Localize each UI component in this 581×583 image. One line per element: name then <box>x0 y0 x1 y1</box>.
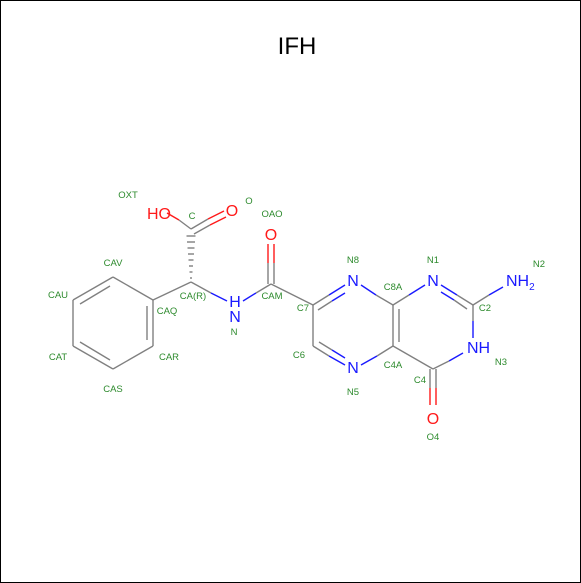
label-c: C <box>189 211 196 222</box>
bond-c-o-red-1 <box>207 210 225 220</box>
label-n: N <box>231 327 238 338</box>
bond-c8a-n1-gray <box>392 294 410 306</box>
atom-nh3: NH <box>467 340 490 357</box>
label-c2: C2 <box>479 303 491 314</box>
bond-c2-nh2-gray <box>472 294 490 306</box>
atom-o-amide: O <box>265 227 277 244</box>
bond-c4-c4a <box>392 345 434 370</box>
bond-c-oh-red <box>166 212 180 221</box>
atom-labels: OXT C O OAO CAV CAU CA(R) CAQ CAT CAR CA… <box>48 190 545 443</box>
label-cau: CAU <box>48 290 68 301</box>
label-c8a: C8A <box>384 282 403 293</box>
bond-c7-n8-inner-gray <box>317 300 333 311</box>
bond-c-o-red-2 <box>209 216 227 226</box>
label-n3: N3 <box>495 357 507 368</box>
label-c4: C4 <box>414 375 426 386</box>
bond-n-cam-blue <box>242 292 257 302</box>
bond-n1-c2-gray <box>456 294 474 306</box>
atom-nh-amide-n: N <box>229 309 241 326</box>
bond-c4a-n5-blue <box>360 355 378 366</box>
label-o4: O4 <box>427 432 440 443</box>
label-ca-r: CA(R) <box>180 291 206 302</box>
bond-c-o-gray-2 <box>193 224 211 235</box>
bond-n5-c6-inner-gray <box>318 341 333 351</box>
bond-n3-c4-gray <box>432 360 450 370</box>
bond-cas-cat <box>72 345 114 370</box>
label-n2: N2 <box>533 259 545 270</box>
bond-caq-ca <box>152 281 192 301</box>
atom-n5: N <box>347 360 359 377</box>
bond-ca-n-blue <box>210 292 228 302</box>
bond-n1-c2-blue <box>440 284 458 296</box>
bond-n1-c2-inner-blue <box>440 291 455 301</box>
label-o: O <box>245 196 252 207</box>
bond-inner-3 <box>79 285 111 305</box>
bond-cav-caq <box>112 276 154 301</box>
label-oxt: OXT <box>118 190 138 201</box>
bond-n-cam-gray <box>255 283 272 294</box>
bond-n5-c6-inner-blue <box>331 349 346 359</box>
atom-nh-amide-h: H <box>229 294 241 311</box>
label-c7: C7 <box>297 303 309 314</box>
bond-cau-cav <box>72 276 114 301</box>
bond-cam-c7 <box>270 283 314 306</box>
bond-n5-c6-gray <box>312 345 330 357</box>
label-oao: OAO <box>261 209 282 220</box>
atom-o4: O <box>427 411 439 428</box>
atom-n1: N <box>427 273 439 290</box>
bond-inner-2 <box>79 341 111 361</box>
atom-ho: HO <box>147 206 171 223</box>
bond-n8-c8a-blue <box>360 284 377 296</box>
bond-c-o-gray-1 <box>190 218 209 230</box>
bond-ca-c-hashed <box>186 235 196 279</box>
bond-c8a-n1-blue <box>408 284 426 296</box>
label-c4a: C4A <box>384 360 403 371</box>
bond-ca-n-gray <box>190 281 212 294</box>
bond-c4a-n5-gray <box>376 345 394 357</box>
label-cav: CAV <box>104 258 123 269</box>
bond-c7-n8-blue <box>328 284 346 296</box>
bonds <box>72 210 504 405</box>
label-c6: C6 <box>293 350 305 361</box>
bond-c2-nh2-blue <box>488 286 504 296</box>
bond-c7-n8-gray <box>312 294 330 306</box>
atom-nh2: NH2 <box>506 273 535 293</box>
bond-c-oh-gray <box>178 219 192 230</box>
bond-n1-c2-inner-gray <box>453 299 468 310</box>
label-cat: CAT <box>49 352 67 363</box>
bond-n5-c6-blue <box>328 355 346 366</box>
atom-symbols: HO O O H N N N NH2 NH N O <box>147 203 535 428</box>
label-cas: CAS <box>103 384 123 395</box>
atom-o-carbonyl: O <box>226 203 238 220</box>
label-cam: CAM <box>261 291 282 302</box>
label-n5: N5 <box>347 387 359 398</box>
label-car: CAR <box>159 352 179 363</box>
bond-n8-c8a-gray <box>375 294 394 306</box>
atom-n8: N <box>347 273 359 290</box>
label-n8: N8 <box>347 255 359 266</box>
label-caq: CAQ <box>157 306 178 317</box>
diagram-title: IFH <box>278 33 317 60</box>
bond-car-cas <box>112 345 154 370</box>
bond-n3-c4-blue <box>448 352 464 362</box>
bond-c7-n8-inner-blue <box>331 292 346 302</box>
label-n1: N1 <box>427 255 439 266</box>
